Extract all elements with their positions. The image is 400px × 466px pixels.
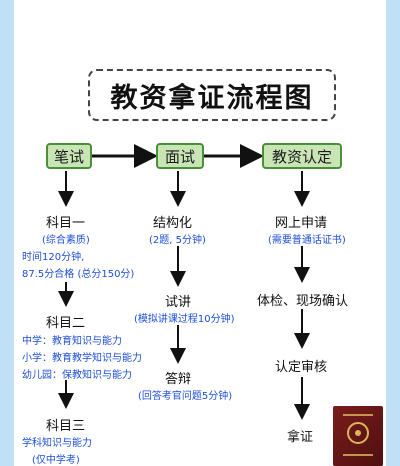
interview-step-2-title: 试讲 xyxy=(165,295,192,310)
written-subject-3-line-1: 学科知识与能力 xyxy=(22,438,92,449)
stage-written: 笔试 xyxy=(46,143,92,169)
written-subject-2-line-1: 中学：教育知识与能力 xyxy=(22,336,122,347)
cert-step-1-sub: (需要普通话证书) xyxy=(268,235,346,246)
written-subject-3-title: 科目三 xyxy=(46,419,86,434)
page-title: 教资拿证流程图 xyxy=(110,82,314,114)
title-box: 教资拿证流程图 xyxy=(88,69,336,121)
connector-arrows xyxy=(58,144,310,420)
interview-step-2-sub: (模拟讲课过程10分钟) xyxy=(134,314,235,325)
written-subject-2-title: 科目二 xyxy=(46,316,86,331)
interview-step-1-sub: (2题, 5分钟) xyxy=(149,235,206,246)
written-subject-3-line-2: (仅中学考) xyxy=(32,455,80,466)
written-subject-1-title: 科目一 xyxy=(46,216,86,231)
written-subject-2-line-2: 小学：教育教学知识与能力 xyxy=(22,353,142,364)
interview-step-3-title: 答辩 xyxy=(165,372,192,387)
cert-step-3-title: 认定审核 xyxy=(275,360,328,375)
certificate-icon xyxy=(333,406,383,466)
interview-step-1-title: 结构化 xyxy=(153,216,193,231)
cert-step-2-title: 体检、现场确认 xyxy=(257,294,349,309)
cert-step-1-title: 网上申请 xyxy=(275,216,328,231)
written-subject-2-line-3: 幼儿园：保教知识与能力 xyxy=(22,370,132,381)
interview-step-3-sub: (回答考官问题5分钟) xyxy=(138,391,233,402)
written-subject-1-line-2: 87.5分合格 (总分150分) xyxy=(22,269,135,280)
flowchart-card: 教资拿证流程图 笔试 面试 教资认定 科目一 (综合素质) 时间120分钟, 8… xyxy=(14,0,386,466)
written-subject-1-line-1: 时间120分钟, xyxy=(22,252,85,263)
stage-certification: 教资认定 xyxy=(262,143,342,169)
cert-step-4-title: 拿证 xyxy=(287,430,314,445)
stage-interview: 面试 xyxy=(156,143,204,169)
written-subject-1-sub: (综合素质) xyxy=(42,235,90,246)
